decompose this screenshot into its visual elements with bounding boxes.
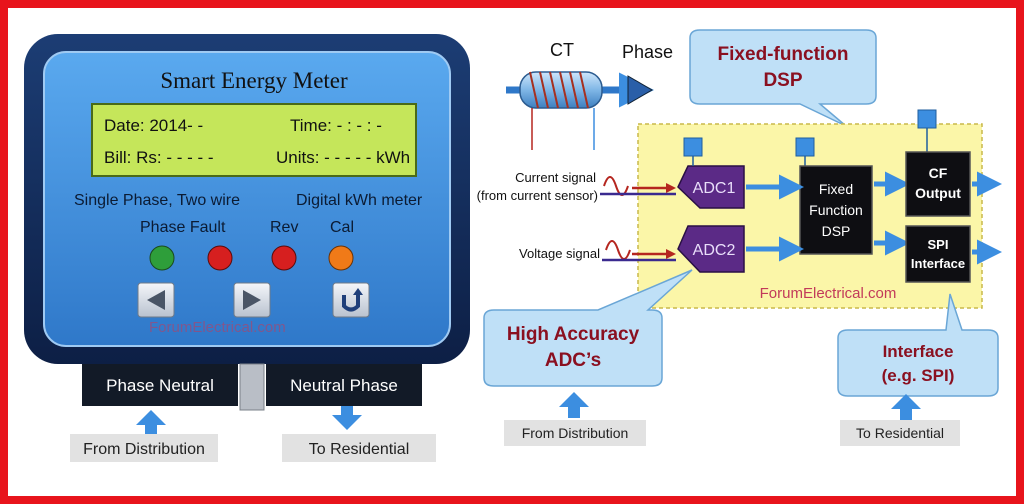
cf-output-line2: Output: [915, 185, 961, 201]
terminal-block-left: [82, 364, 238, 406]
interface-callout-line2: (e.g. SPI): [882, 366, 955, 385]
to-residential-box-left: [282, 434, 436, 462]
terminal-label-left: Phase Neutral: [106, 376, 214, 395]
from-distribution-label-left: From Distribution: [83, 441, 205, 458]
spi-interface-line1: SPI: [928, 237, 949, 252]
ct-winding: [529, 71, 589, 109]
meter-title: Smart Energy Meter: [160, 68, 348, 93]
indicator-label-rev: Rev: [270, 219, 298, 236]
meter-desc-right: Digital kWh meter: [296, 192, 423, 209]
block-diagram: CT Phase Fixed-function DSP Current sign…: [477, 29, 1002, 446]
to-residential-label-left: To Residential: [309, 441, 410, 458]
adc2-label: ADC2: [693, 242, 736, 259]
adc2-block: [677, 225, 745, 273]
from-distribution-label-right: From Distribution: [522, 425, 629, 441]
meter-desc-left: Single Phase, Two wire: [74, 192, 240, 209]
to-residential-label-right: To Residential: [856, 425, 944, 441]
lcd-units: Units: - - - - - kWh: [276, 148, 410, 167]
terminal-label-right: Neutral Phase: [290, 376, 398, 395]
led-cal: [328, 245, 354, 271]
diagram-up-arrow-right-icon: [891, 394, 921, 420]
dsp-block-line1: Fixed: [819, 181, 853, 197]
current-sine-icon: [603, 176, 629, 196]
interface-callout-line1: Interface: [883, 342, 954, 361]
lcd-bill: Bill: Rs: - - - - -: [104, 148, 214, 167]
lcd-date: Date: 2014- -: [104, 116, 203, 135]
phase-arrow-icon: [627, 75, 653, 105]
phase-label: Phase: [622, 42, 673, 62]
indicator-label-phase-fault: Phase Fault: [140, 219, 226, 236]
spi-interface-line2: Interface: [911, 256, 965, 271]
to-residential-box-right: [840, 420, 960, 446]
meter-up-arrow-icon: [136, 410, 166, 434]
dsp-callout: [689, 29, 877, 127]
cf-tab: [917, 109, 937, 129]
adc1-block: [677, 165, 745, 209]
ct-label: CT: [550, 40, 574, 60]
current-signal-label-1: Current signal: [515, 170, 596, 185]
diagram-up-arrow-left-icon: [559, 392, 589, 418]
dsp-callout-line2: DSP: [763, 70, 802, 91]
adc-callout: [483, 269, 693, 387]
adc1-tab: [683, 137, 703, 157]
interface-callout: [837, 293, 999, 397]
led-phase: [149, 245, 175, 271]
meter-watermark: ForumElectrical.com: [149, 319, 286, 336]
voltage-signal-label: Voltage signal: [519, 246, 600, 261]
led-rev: [271, 245, 297, 271]
dsp-block-line2: Function: [809, 202, 863, 218]
left-arrow-icon: [147, 290, 165, 310]
lcd-time: Time: - : - : -: [290, 116, 382, 135]
terminal-block-right: [266, 364, 422, 406]
undo-icon: [342, 293, 360, 312]
dsp-tab: [795, 137, 815, 157]
adc1-label: ADC1: [693, 180, 736, 197]
diagram-watermark: ForumElectrical.com: [760, 285, 897, 302]
cf-output-line1: CF: [929, 165, 948, 181]
dsp-block-line3: DSP: [822, 223, 851, 239]
dsp-block: [799, 165, 873, 255]
cf-output-block: [905, 151, 971, 217]
reset-button[interactable]: [332, 282, 370, 318]
smart-meter: Smart Energy Meter Date: 2014- - Time: -…: [24, 34, 470, 462]
left-arrow-button[interactable]: [137, 282, 175, 318]
meter-down-arrow-icon: [332, 406, 362, 430]
from-distribution-box-right: [504, 420, 646, 446]
right-arrow-icon: [243, 290, 261, 310]
current-signal-label-2: (from current sensor): [477, 188, 598, 203]
indicator-label-cal: Cal: [330, 219, 354, 236]
terminal-divider: [239, 363, 265, 411]
adc-callout-line1: High Accuracy: [507, 324, 640, 345]
led-fault: [207, 245, 233, 271]
dsp-callout-line1: Fixed-function: [718, 44, 849, 65]
right-arrow-button[interactable]: [233, 282, 271, 318]
voltage-sine-icon: [605, 240, 631, 260]
adc-callout-line2: ADC’s: [545, 350, 601, 371]
spi-interface-block: [905, 225, 971, 283]
lcd-screen: [91, 103, 417, 177]
from-distribution-box-left: [70, 434, 218, 462]
